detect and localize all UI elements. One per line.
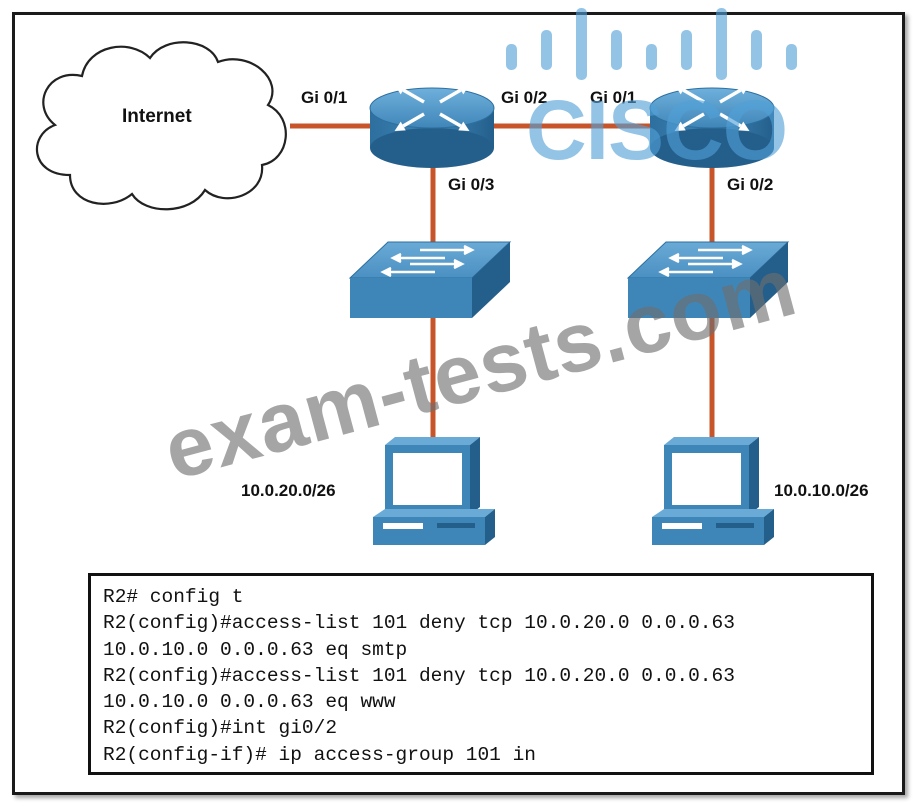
cli-line: 10.0.10.0 0.0.0.63 eq smtp bbox=[103, 638, 408, 661]
router-r2-icon bbox=[649, 80, 775, 168]
switch-right-icon bbox=[626, 241, 790, 318]
pc-left-icon bbox=[373, 437, 495, 545]
r2-gi01-label: Gi 0/1 bbox=[590, 88, 636, 107]
r1-gi03-label: Gi 0/3 bbox=[448, 175, 494, 194]
cli-line: R2# config t bbox=[103, 586, 244, 608]
r2-gi02-label: Gi 0/2 bbox=[727, 175, 773, 194]
cli-line: 10.0.10.0 0.0.0.63 eq www bbox=[103, 691, 396, 714]
cisco-bars-watermark bbox=[506, 8, 797, 80]
r1-gi01-label: Gi 0/1 bbox=[301, 88, 347, 107]
subnet-left-label: 10.0.20.0/26 bbox=[241, 481, 336, 500]
switch-left-icon bbox=[348, 241, 512, 318]
router-r1-icon bbox=[369, 80, 495, 168]
internet-cloud-icon bbox=[35, 41, 287, 211]
internet-label: Internet bbox=[122, 106, 192, 127]
cli-config-box: R2# config t R2(config)#access-list 101 … bbox=[88, 573, 874, 775]
cisco-wordmark-watermark: CISCO bbox=[526, 83, 788, 177]
cli-line: R2(config)#access-list 101 deny tcp 10.0… bbox=[103, 664, 735, 687]
cli-line: R2(config)#access-list 101 deny tcp 10.0… bbox=[103, 612, 735, 635]
pc-right-icon bbox=[652, 437, 774, 545]
subnet-right-label: 10.0.10.0/26 bbox=[774, 481, 869, 500]
cli-line: R2(config-if)# ip access-group 101 in bbox=[103, 743, 536, 766]
r1-gi02-label: Gi 0/2 bbox=[501, 88, 547, 107]
cli-line: R2(config)#int gi0/2 bbox=[103, 717, 338, 740]
